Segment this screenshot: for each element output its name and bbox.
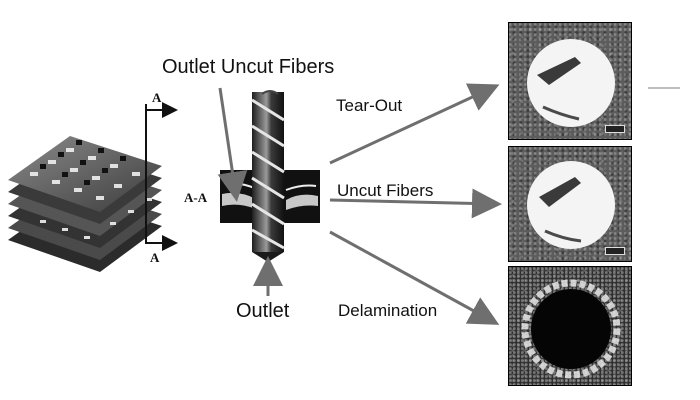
label-outlet: Outlet [236,300,290,322]
section-line [145,102,178,251]
drill-bit [251,90,285,262]
label-delamination: Delamination [338,301,438,320]
label-section-a-bottom: A [150,250,160,265]
label-uncut-fibers: Uncut Fibers [337,181,434,200]
micrograph-delamination [508,266,632,386]
label-tear-out: Tear-Out [336,96,403,115]
scale-bar [605,247,625,255]
pointer-arrows [217,83,502,325]
hole-tear-out-graphic [527,39,615,127]
label-section-aa: A-A [184,190,208,205]
scale-bar [605,125,625,133]
hole-delamination-graphic [521,279,621,379]
label-outlet-uncut-fibers: Outlet Uncut Fibers [162,56,335,78]
micrograph-tear-out [508,22,632,140]
micrograph-uncut-fibers [508,146,632,262]
hole-uncut-fibers-graphic [527,161,615,249]
label-section-a-top: A [152,90,162,105]
laminate-stack [8,136,162,272]
